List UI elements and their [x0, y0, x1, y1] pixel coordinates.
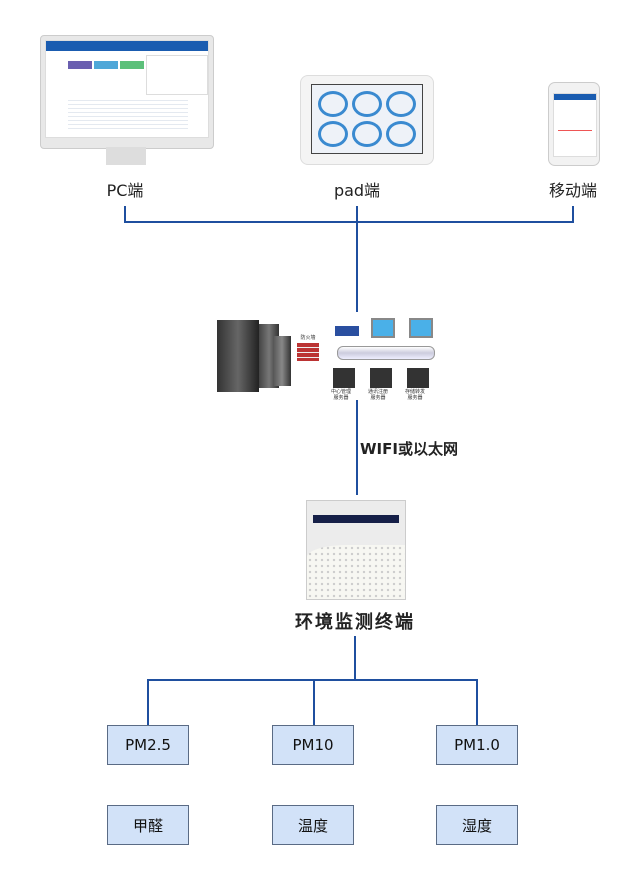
server-icon	[333, 368, 355, 388]
firewall-label: 防火墙	[300, 335, 316, 341]
terminal-device-image	[306, 500, 406, 600]
pc-label: PC端	[106, 181, 144, 200]
server-network-image: 防火墙	[213, 312, 441, 400]
monitor-icon	[371, 318, 395, 338]
server-icon	[407, 368, 429, 388]
server-label: 存储转发服务器	[404, 389, 425, 401]
link-label: WIFI或以太网	[360, 440, 458, 458]
sensor-pm25: PM2.5	[107, 725, 189, 765]
mobile-label: 移动端	[548, 181, 597, 200]
terminal-title: 环境监测终端	[295, 612, 415, 633]
pad-image	[300, 75, 434, 165]
pc-monitor-image	[40, 35, 214, 149]
server-label: 中心管理服务器	[330, 389, 351, 401]
switch-icon	[335, 326, 359, 336]
phone-image	[548, 82, 600, 166]
sensor-pm10: PM10	[272, 725, 354, 765]
server-icon	[370, 368, 392, 388]
monitor-icon	[409, 318, 433, 338]
firewall-icon	[297, 343, 319, 361]
network-bus	[337, 346, 435, 360]
server-label: 通讯注册服务器	[367, 389, 388, 401]
pad-label: pad端	[333, 181, 381, 200]
sensor-pm1: PM1.0	[436, 725, 518, 765]
sensor-formaldehyde: 甲醛	[107, 805, 189, 845]
sensor-humidity: 湿度	[436, 805, 518, 845]
sensor-temperature: 温度	[272, 805, 354, 845]
